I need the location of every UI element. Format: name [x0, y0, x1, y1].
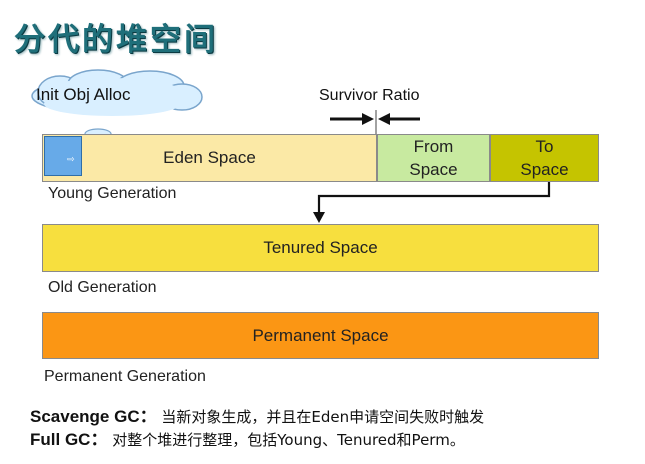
from-space-label-line1: From — [409, 135, 457, 158]
young-generation-label: Young Generation — [48, 185, 176, 203]
old-generation-label: Old Generation — [48, 279, 157, 297]
to-space-label-line2: Space — [520, 158, 568, 181]
scavenge-gc-key: Scavenge GC： — [30, 407, 157, 426]
from-space: From Space — [377, 134, 490, 182]
eden-space: Eden Space — [42, 134, 377, 182]
from-space-label-line2: Space — [409, 158, 457, 181]
permanent-space-label: Permanent Space — [252, 326, 388, 346]
init-obj-alloc-label: Init Obj Alloc — [36, 85, 186, 105]
new-object-marker: ⇨ — [44, 136, 82, 176]
tenured-space-label: Tenured Space — [263, 238, 377, 258]
survivor-ratio-right-arrow — [378, 113, 420, 125]
to-space: To Space — [490, 134, 599, 182]
survivor-ratio-left-arrow — [330, 113, 374, 125]
permanent-space: Permanent Space — [42, 312, 599, 359]
scavenge-gc-text: 当新对象生成，并且在Eden申请空间失败时触发 — [161, 408, 484, 426]
scavenge-gc-note: Scavenge GC： 当新对象生成，并且在Eden申请空间失败时触发 — [30, 402, 484, 425]
survivor-ratio-label: Survivor Ratio — [319, 87, 419, 105]
tenured-space: Tenured Space — [42, 224, 599, 272]
object-arrow-icon: ⇨ — [67, 155, 75, 165]
full-gc-note: Full GC： 对整个堆进行整理，包括Young、Tenured和Perm。 — [30, 425, 484, 448]
full-gc-key: Full GC： — [30, 430, 107, 449]
promotion-arrow — [313, 182, 549, 223]
gc-notes: Scavenge GC： 当新对象生成，并且在Eden申请空间失败时触发 Ful… — [30, 402, 484, 448]
full-gc-text: 对整个堆进行整理，包括Young、Tenured和Perm。 — [112, 431, 465, 449]
permanent-generation-label: Permanent Generation — [44, 368, 206, 386]
to-space-label-line1: To — [520, 135, 568, 158]
eden-space-label: Eden Space — [163, 148, 256, 168]
